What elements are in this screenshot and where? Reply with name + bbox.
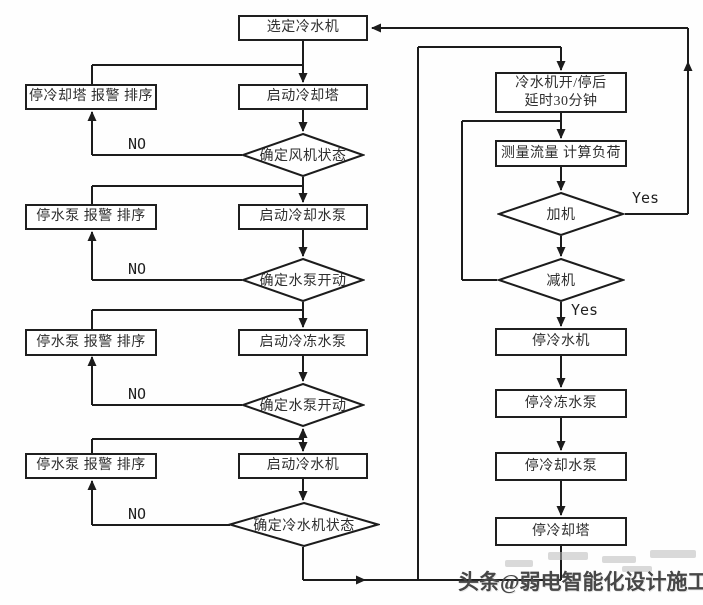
watermark: 头条@弱电智能化设计施工 bbox=[458, 570, 703, 594]
node-label: 停水泵 报警 排序 bbox=[36, 209, 146, 225]
node-label: 停冷却水泵 bbox=[524, 458, 598, 474]
node-stop-chilled-water-pump: 停冷冻水泵 bbox=[495, 389, 627, 418]
decision-chiller-status: 确定冷水机状态 bbox=[228, 502, 380, 547]
node-select-chiller: 选定冷水机 bbox=[238, 15, 368, 41]
node-label: 停冷冻水泵 bbox=[524, 395, 598, 411]
no-label-pump-1: NO bbox=[128, 260, 147, 278]
diamond-shape bbox=[497, 258, 625, 302]
node-stop-cooling-water-pump: 停冷却水泵 bbox=[495, 452, 627, 481]
node-stop-pump-alarm-sequence-1: 停水泵 报警 排序 bbox=[25, 204, 157, 230]
node-label: 选定冷水机 bbox=[266, 20, 340, 36]
node-label: 停冷却塔 报警 排序 bbox=[29, 89, 153, 105]
decision-pump-started-1: 确定水泵开动 bbox=[241, 258, 365, 302]
node-label: 停水泵 报警 排序 bbox=[36, 458, 146, 474]
node-start-cooling-water-pump: 启动冷却水泵 bbox=[238, 204, 368, 230]
decision-label: 减机 bbox=[546, 274, 576, 289]
decision-reduce-unit: 减机 bbox=[497, 258, 625, 302]
node-label: 启动冷水机 bbox=[266, 458, 340, 474]
decision-label: 确定风机状态 bbox=[259, 149, 347, 164]
node-label: 测量流量 计算负荷 bbox=[501, 145, 621, 161]
node-label: 停水泵 报警 排序 bbox=[36, 334, 146, 350]
decision-label: 确定水泵开动 bbox=[259, 274, 347, 289]
decision-label: 确定水泵开动 bbox=[259, 399, 347, 414]
no-label-fan: NO bbox=[128, 135, 147, 153]
watermark-smudge bbox=[602, 556, 636, 563]
node-delay-30min: 冷水机开/停后 延时30分钟 bbox=[495, 72, 627, 113]
diamond-shape bbox=[497, 192, 625, 236]
node-label-line2: 延时30分钟 bbox=[524, 93, 598, 109]
watermark-smudge bbox=[548, 552, 588, 560]
node-stop-tower-alarm-sequence: 停冷却塔 报警 排序 bbox=[25, 84, 157, 110]
node-label: 启动冷却水泵 bbox=[259, 209, 347, 225]
yes-label-add-unit: Yes bbox=[632, 189, 660, 207]
node-measure-flow-calc-load: 测量流量 计算负荷 bbox=[495, 140, 627, 167]
node-label: 停冷却塔 bbox=[532, 523, 590, 539]
node-start-cooling-tower: 启动冷却塔 bbox=[238, 84, 368, 110]
node-stop-chiller: 停冷水机 bbox=[495, 328, 627, 356]
node-stop-cooling-tower: 停冷却塔 bbox=[495, 517, 627, 546]
diamond-shape bbox=[241, 133, 365, 177]
node-start-chiller: 启动冷水机 bbox=[238, 453, 368, 479]
node-label: 停冷水机 bbox=[532, 334, 590, 350]
no-label-pump-2: NO bbox=[128, 385, 147, 403]
decision-pump-started-2: 确定水泵开动 bbox=[241, 383, 365, 427]
diamond-shape bbox=[228, 502, 380, 547]
diamond-shape bbox=[241, 383, 365, 427]
watermark-smudge bbox=[622, 566, 652, 572]
decision-label: 确定冷水机状态 bbox=[253, 518, 355, 534]
node-stop-pump-alarm-sequence-3: 停水泵 报警 排序 bbox=[25, 453, 157, 479]
node-label: 启动冷却塔 bbox=[266, 89, 340, 105]
decision-label: 加机 bbox=[546, 208, 576, 223]
yes-label-reduce-unit: Yes bbox=[571, 301, 599, 319]
node-label-line1: 冷水机开/停后 bbox=[515, 76, 607, 91]
decision-add-unit: 加机 bbox=[497, 192, 625, 236]
watermark-smudge bbox=[505, 560, 533, 567]
no-label-chiller: NO bbox=[128, 505, 147, 523]
node-label: 启动冷冻水泵 bbox=[259, 334, 347, 350]
diamond-shape bbox=[241, 258, 365, 302]
node-start-chilled-water-pump: 启动冷冻水泵 bbox=[238, 329, 368, 356]
node-stop-pump-alarm-sequence-2: 停水泵 报警 排序 bbox=[25, 329, 157, 356]
watermark-smudge bbox=[650, 550, 696, 558]
decision-fan-status: 确定风机状态 bbox=[241, 133, 365, 177]
